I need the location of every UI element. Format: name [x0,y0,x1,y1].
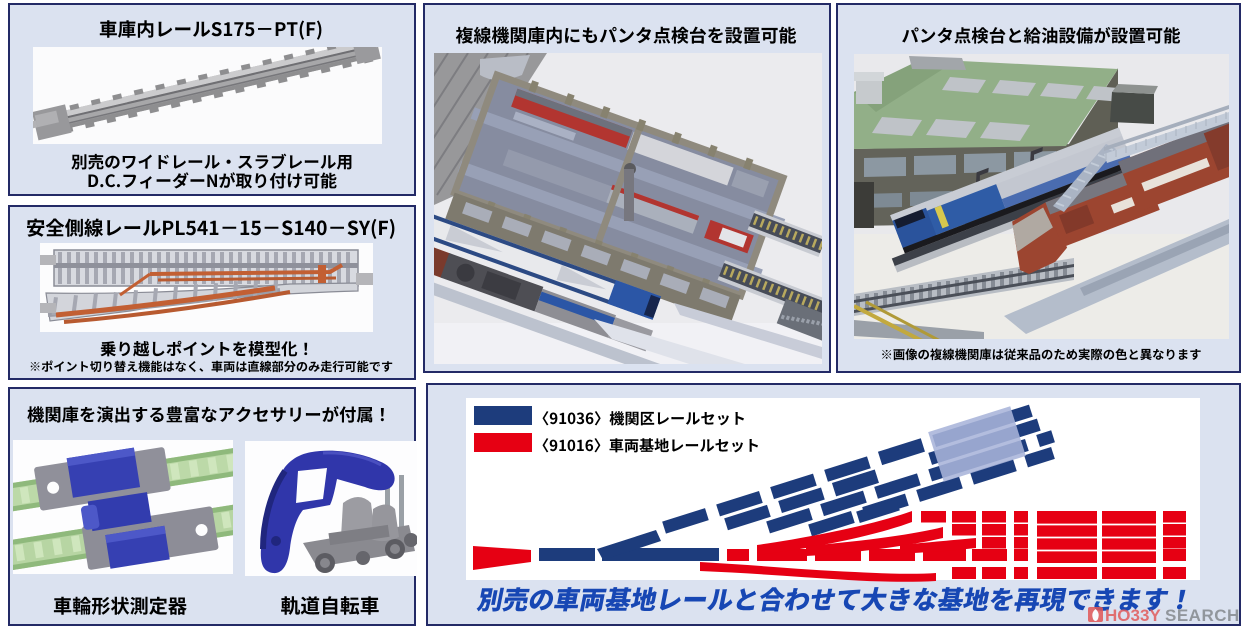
svg-text:HO33Y: HO33Y [1105,606,1161,625]
svg-text:SEARCH: SEARCH [1165,606,1240,625]
